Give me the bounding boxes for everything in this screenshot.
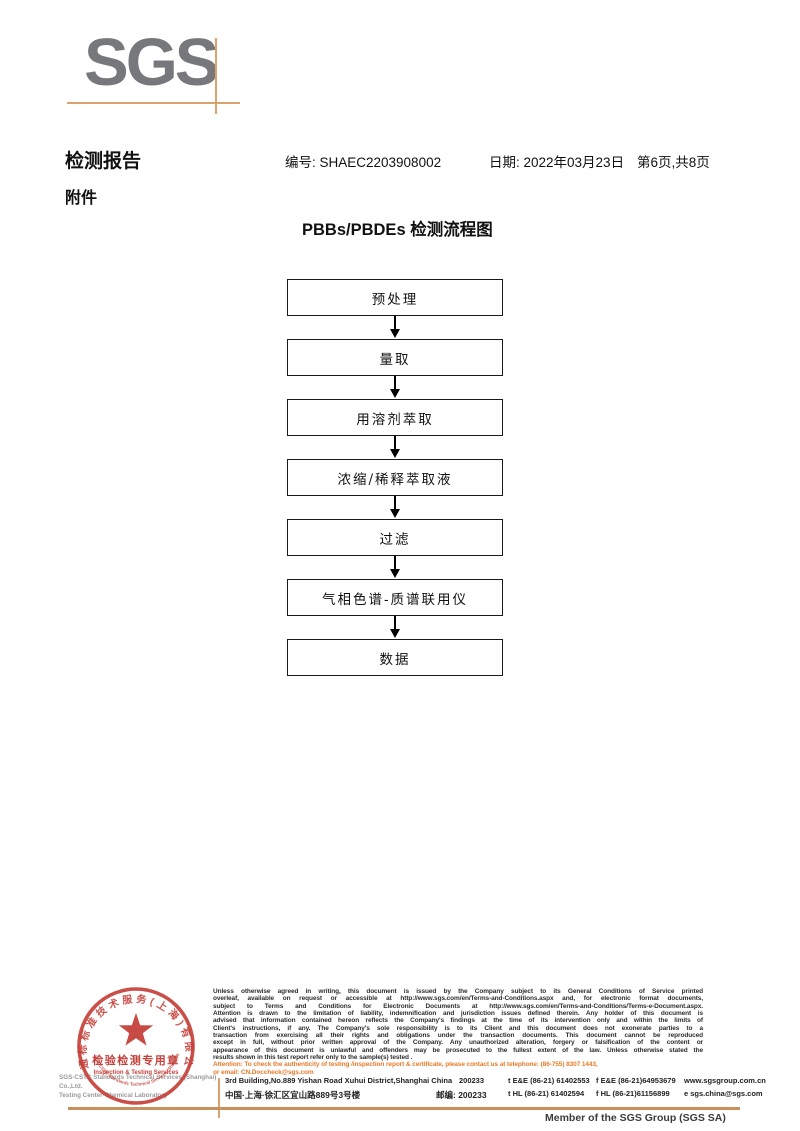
- flow-step-data: 数据: [287, 639, 503, 676]
- legal-line: Client's instructions, if any. The Compa…: [213, 1024, 703, 1032]
- logo-crosshair-horizontal: [67, 102, 240, 104]
- legal-line: transaction from exercising all their ri…: [213, 1032, 703, 1040]
- legal-line: results shown in this test report refer …: [213, 1054, 413, 1062]
- phone-ee: t E&E (86-21) 61402553: [508, 1076, 590, 1085]
- arrow-down-icon: [287, 376, 503, 399]
- flow-step-concentrate-dilute: 浓缩/稀释萃取液: [287, 459, 503, 496]
- flowchart-title: PBBs/PBDEs 检测流程图: [302, 221, 493, 239]
- lab-company-line2: Testing Center-Chemical Laboratory: [59, 1092, 168, 1099]
- attachment-label: 附件: [65, 190, 98, 207]
- phone-hl: t HL (86-21) 61402594: [508, 1089, 585, 1098]
- page-indicator: 第6页,共8页: [637, 155, 710, 170]
- flow-step-gcms: 气相色谱-质谱联用仪: [287, 579, 503, 616]
- arrow-down-icon: [287, 316, 503, 339]
- fax-hl: f HL (86-21)61156899: [596, 1089, 670, 1098]
- flow-step-solvent-extraction: 用溶剂萃取: [287, 399, 503, 436]
- website-url: www.sgsgroup.com.cn: [684, 1076, 766, 1085]
- legal-line: overleaf, available on request or access…: [213, 995, 703, 1003]
- footer-rule: [68, 1107, 740, 1110]
- stamp-center-text-cn: 检验检测专用章: [92, 1053, 180, 1067]
- lab-company-name: SGS-CSTC Standards Technical Services (S…: [59, 1073, 229, 1100]
- legal-disclaimer: Unless otherwise agreed in writing, this…: [213, 988, 703, 1076]
- report-number: 编号: SHAEC2203908002: [285, 155, 442, 170]
- address-english: 3rd Building,No.889 Yishan Road Xuhui Di…: [225, 1076, 453, 1085]
- sgs-logo: SGS: [84, 25, 219, 100]
- flow-step-filter: 过滤: [287, 519, 503, 556]
- address-divider-line: [218, 1078, 220, 1118]
- attention-email-line: or email: CN.Doccheck@sgs.com: [213, 1068, 314, 1076]
- legal-line: Attention is drawn to the limitation of …: [213, 1010, 703, 1018]
- legal-line: Unless otherwise agreed in writing, this…: [213, 988, 703, 995]
- arrow-down-icon: [287, 616, 503, 639]
- postcode-english: 200233: [459, 1076, 485, 1085]
- postcode-chinese: 邮编: 200233: [436, 1090, 487, 1100]
- inspection-stamp-icon: 通标标准技术服务(上海)有限公司 SGS-CSTC Standards Tech…: [60, 980, 195, 1105]
- arrow-down-icon: [287, 436, 503, 459]
- flowchart: 预处理 量取 用溶剂萃取 浓缩/稀释萃取液 过滤 气相色谱-质谱联用仪 数据: [287, 279, 503, 676]
- stamp-star-icon: [118, 1013, 154, 1046]
- legal-line: advised that information contained hereo…: [213, 1017, 703, 1025]
- logo-crosshair-vertical: [215, 38, 217, 114]
- fax-ee: f E&E (86-21)64953679: [596, 1076, 676, 1085]
- lab-company-line1: SGS-CSTC Standards Technical Services (S…: [59, 1074, 217, 1090]
- attention-line: Attention: To check the authenticity of …: [213, 1061, 598, 1069]
- flow-step-measure: 量取: [287, 339, 503, 376]
- report-date: 日期: 2022年03月23日: [489, 155, 625, 170]
- sgs-member-text: Member of the SGS Group (SGS SA): [545, 1112, 726, 1124]
- legal-line: appearance of this document is unlawful …: [213, 1046, 703, 1054]
- flow-step-pretreatment: 预处理: [287, 279, 503, 316]
- stamp-center-text-en: Inspection & Testing Services: [94, 1070, 180, 1076]
- legal-line: subject to Terms and Conditions for Elec…: [213, 1002, 703, 1010]
- legal-line: except in full, without prior written ap…: [213, 1039, 703, 1047]
- email-address: e sgs.china@sgs.com: [684, 1089, 763, 1098]
- address-chinese: 中国·上海·徐汇区宜山路889号3号楼: [225, 1090, 361, 1100]
- report-title: 检测报告: [65, 151, 142, 172]
- arrow-down-icon: [287, 556, 503, 579]
- arrow-down-icon: [287, 496, 503, 519]
